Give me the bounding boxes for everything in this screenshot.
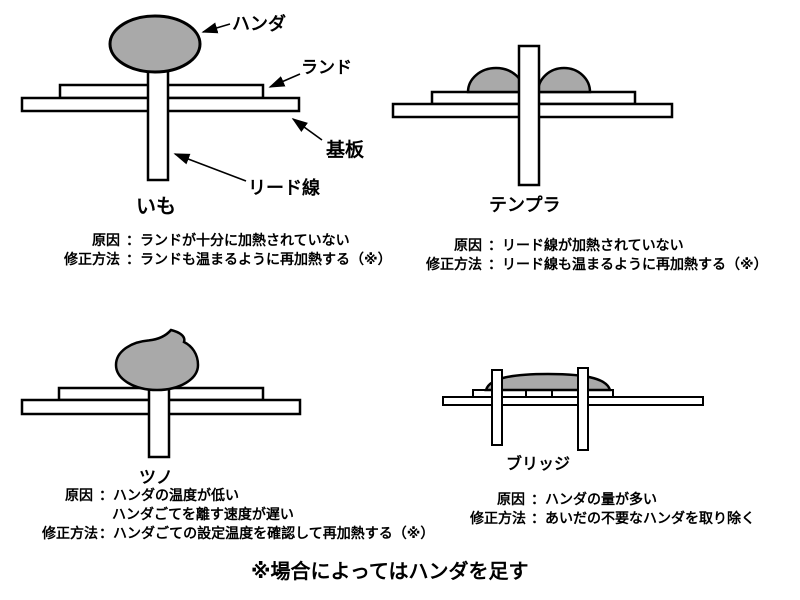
imo-lead-wire (146, 68, 170, 182)
tempura-cause-text: ：リード線が加熱されていない (488, 237, 684, 253)
tempura-fix-label: 修正方法 (426, 256, 482, 272)
bridge-lead-wire-right (577, 367, 589, 451)
bridge-text-block: 原因 ：ハンダの量が多い 修正方法 ：あいだの不要なハンダを取り除く (470, 490, 755, 528)
tsuno-cause-label-spacer (42, 505, 93, 524)
callout-arrow-board (291, 118, 323, 141)
callout-land-label: ランド (301, 58, 352, 77)
imo-diagram (20, 14, 323, 182)
bridge-fix-text: ：あいだの不要なハンダを取り除く (531, 510, 755, 526)
imo-text-block: 原因 ：ランドが十分に加熱されていない 修正方法 ：ランドも温まるように再加熱す… (45, 231, 392, 269)
bridge-cause-label: 原因 (497, 491, 525, 507)
bridge-diagram (442, 367, 704, 451)
tempura-cause-row: 原因 ：リード線が加熱されていない (420, 236, 768, 255)
bridge-fix-row: 修正方法 ：あいだの不要なハンダを取り除く (470, 509, 755, 528)
tsuno-title: ツノ (139, 468, 173, 487)
callout-lead-label: リード線 (248, 178, 320, 198)
tsuno-text-block: 原因 ：ハンダの温度が低い ハンダごてを離す速度が遅い 修正方法 ：ハンダごての… (42, 486, 434, 543)
callout-arrow-lead (173, 153, 247, 182)
imo-title: いも (136, 196, 176, 218)
tsuno-fix-text: ：ハンダごての設定温度を確認して再加熱する（※） (99, 525, 435, 541)
tsuno-lead-wire (147, 387, 171, 459)
bridge-board-bar (442, 396, 704, 406)
tempura-solder-dome-right (536, 66, 592, 94)
bridge-fix-label: 修正方法 (470, 510, 526, 526)
callout-board-label: 基板 (326, 140, 365, 161)
imo-fix-text: ：ランドも温まるように再加熱する（※） (126, 251, 392, 267)
tsuno-cause-row2: ハンダごてを離す速度が遅い (42, 505, 434, 524)
tempura-lead-wire (517, 44, 541, 187)
tsuno-solder-blob (114, 328, 200, 392)
tsuno-cause-row: 原因 ：ハンダの温度が低い (42, 486, 434, 505)
imo-cause-text: ：ランドが十分に加熱されていない (126, 232, 350, 248)
tempura-text-block: 原因 ：リード線が加熱されていない 修正方法 ：リード線も温まるように再加熱する… (420, 236, 768, 274)
bridge-cause-text: ：ハンダの量が多い (531, 491, 657, 507)
tsuno-cause-text-line1: ：ハンダの温度が低い (99, 487, 239, 503)
bridge-cause-row: 原因 ：ハンダの量が多い (470, 490, 755, 509)
bridge-solder-blob (484, 372, 612, 392)
bridge-lead-wire-left (491, 369, 503, 446)
imo-solder-blob (108, 14, 202, 74)
tempura-title: テンプラ (489, 195, 561, 215)
callout-arrow-solder (201, 22, 231, 34)
tsuno-cause-text-line2: ハンダごてを離す速度が遅い (112, 506, 294, 522)
imo-fix-label: 修正方法 (64, 251, 120, 267)
footnote: ※場合によってはハンダを足す (251, 561, 529, 583)
callout-arrow-land (268, 73, 301, 88)
tempura-solder-dome-left (466, 66, 526, 94)
tempura-fix-row: 修正方法 ：リード線も温まるように再加熱する（※） (420, 255, 768, 274)
imo-cause-label: 原因 (92, 232, 120, 248)
callout-solder-label: ハンダ (232, 14, 286, 34)
bridge-title: ブリッジ (506, 456, 571, 473)
tempura-fix-text: ：リード線も温まるように再加熱する（※） (488, 256, 768, 272)
tempura-cause-label: 原因 (454, 237, 482, 253)
tsuno-fix-label: 修正方法 (42, 525, 98, 541)
tempura-diagram (391, 44, 674, 187)
imo-fix-row: 修正方法 ：ランドも温まるように再加熱する（※） (45, 250, 392, 269)
tsuno-cause-label: 原因 (65, 487, 93, 503)
tsuno-fix-row: 修正方法 ：ハンダごての設定温度を確認して再加熱する（※） (42, 524, 434, 543)
tsuno-diagram (20, 328, 302, 459)
imo-cause-row: 原因 ：ランドが十分に加熱されていない (45, 231, 392, 250)
